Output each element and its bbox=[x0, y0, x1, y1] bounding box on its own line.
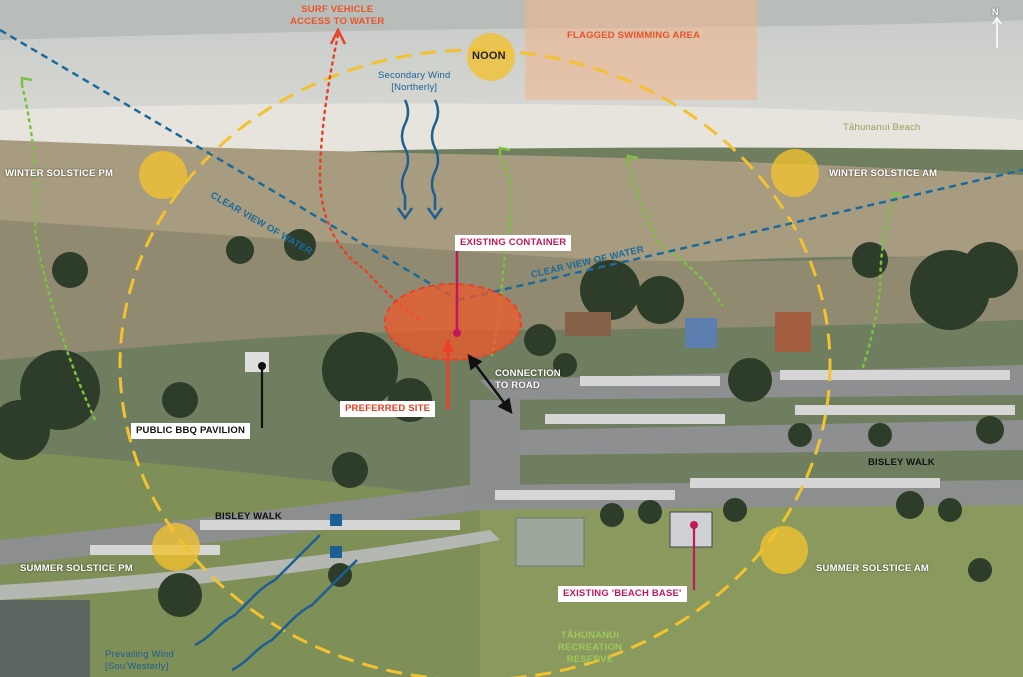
swimming-area-zone bbox=[525, 0, 757, 100]
winter-am-label: WINTER SOLSTICE AM bbox=[829, 168, 938, 179]
summer-am-label: SUMMER SOLSTICE AM bbox=[816, 563, 930, 574]
view-line-left bbox=[0, 28, 459, 302]
surf-access-path bbox=[318, 33, 422, 322]
bbq-pavilion-label: PUBLIC BBQ PAVILION bbox=[131, 423, 251, 439]
preferred-site-zone bbox=[384, 283, 522, 361]
summer-pm-label: SUMMER SOLSTICE PM bbox=[20, 563, 133, 574]
noon-label: NOON bbox=[472, 50, 506, 62]
winter-pm-label: WINTER SOLSTICE PM bbox=[5, 168, 114, 179]
wind-arrow-icon bbox=[194, 534, 358, 672]
surf-vehicle-label: SURF VEHICLE ACCESS TO WATER bbox=[290, 4, 385, 27]
bisley-walk-left-label: BISLEY WALK bbox=[215, 511, 282, 522]
preferred-site-label: PREFERRED SITE bbox=[340, 401, 436, 417]
beach-name-label: Tāhunanui Beach bbox=[843, 122, 921, 133]
wind-arrow-icon bbox=[396, 99, 444, 221]
beach-base-label: EXISTING 'BEACH BASE' bbox=[558, 586, 687, 602]
existing-container-label: EXISTING CONTAINER bbox=[455, 235, 572, 251]
reserve-label: TĀHUNANUI RECREATION RESERVE bbox=[558, 630, 623, 665]
north-arrow-icon bbox=[992, 16, 1002, 48]
north-label: N bbox=[992, 7, 999, 17]
bisley-walk-right-label: BISLEY WALK bbox=[868, 457, 935, 468]
flagged-swimming-label: FLAGGED SWIMMING AREA bbox=[567, 30, 701, 41]
secondary-wind-label: Secondary Wind [Northerly] bbox=[378, 70, 451, 93]
view-line-right bbox=[457, 168, 1023, 302]
prevailing-wind-label: Prevailing Wind [Sou'Westerly] bbox=[105, 649, 174, 672]
connection-road-label: CONNECTION TO ROAD bbox=[495, 368, 561, 391]
sun-icon bbox=[139, 33, 819, 574]
